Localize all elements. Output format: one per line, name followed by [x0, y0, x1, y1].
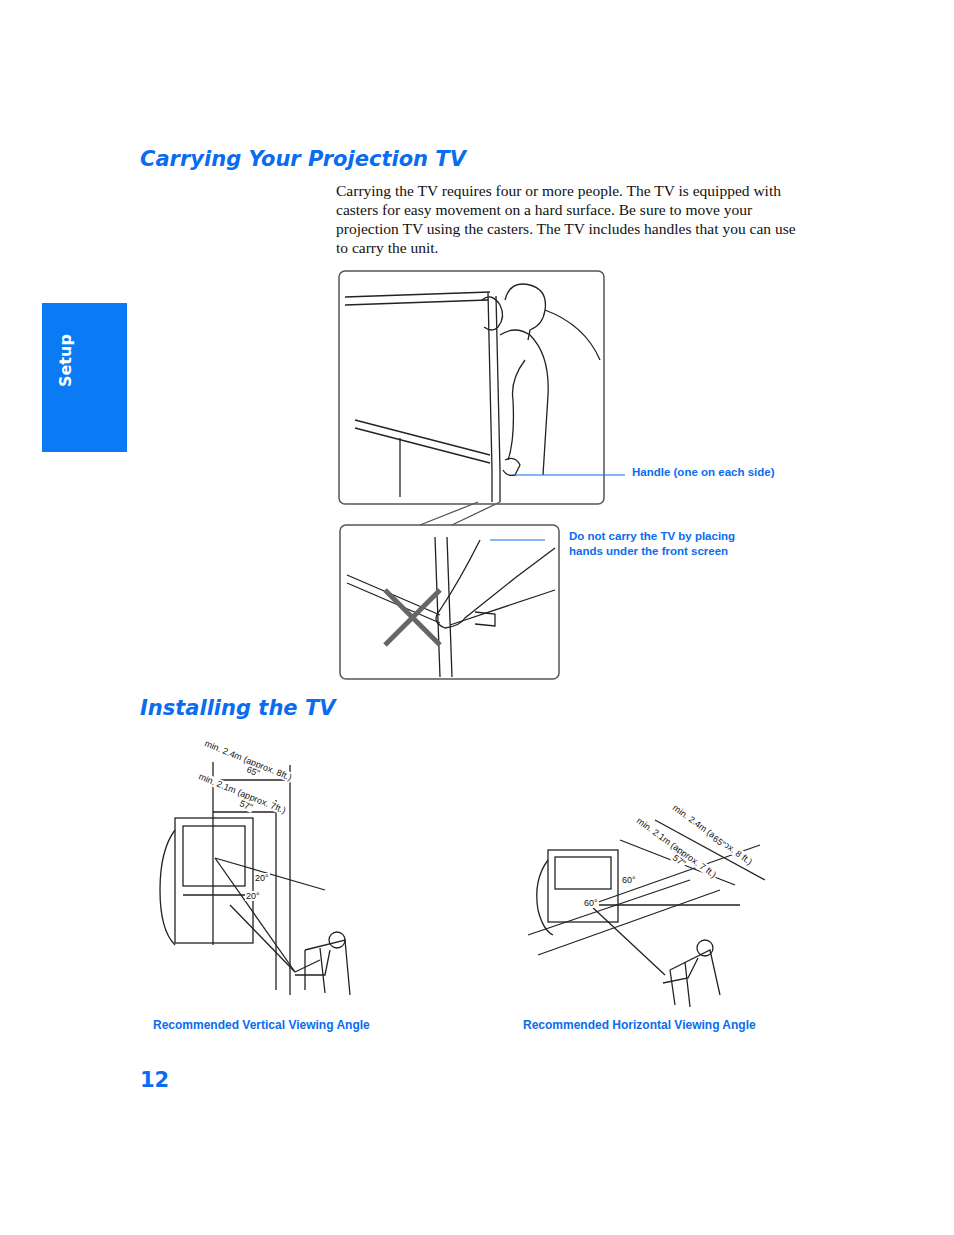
- section-tab: Setup: [42, 303, 127, 452]
- page-number: 12: [140, 1068, 169, 1092]
- callout-note: Handle (one on each side): [632, 465, 775, 480]
- callout-note: Do not carry the TV by placing hands und…: [569, 529, 747, 559]
- figure-caption: Recommended Horizontal Viewing Angle: [523, 1018, 756, 1032]
- figure-caption: Recommended Vertical Viewing Angle: [153, 1018, 370, 1032]
- dimension-label: 60°: [583, 898, 599, 908]
- dimension-label: 20°: [245, 891, 261, 901]
- body-text: Carrying the TV requires four or more pe…: [336, 181, 802, 257]
- dimension-label: 60°: [621, 875, 637, 885]
- dimension-label: min. 2.4m (approx. 8ft.): [202, 738, 294, 783]
- section-heading: Carrying Your Projection TV: [140, 147, 466, 171]
- tab-label: Setup: [56, 334, 75, 387]
- dimension-label: 20°: [254, 873, 270, 883]
- section-heading: Installing the TV: [140, 696, 335, 720]
